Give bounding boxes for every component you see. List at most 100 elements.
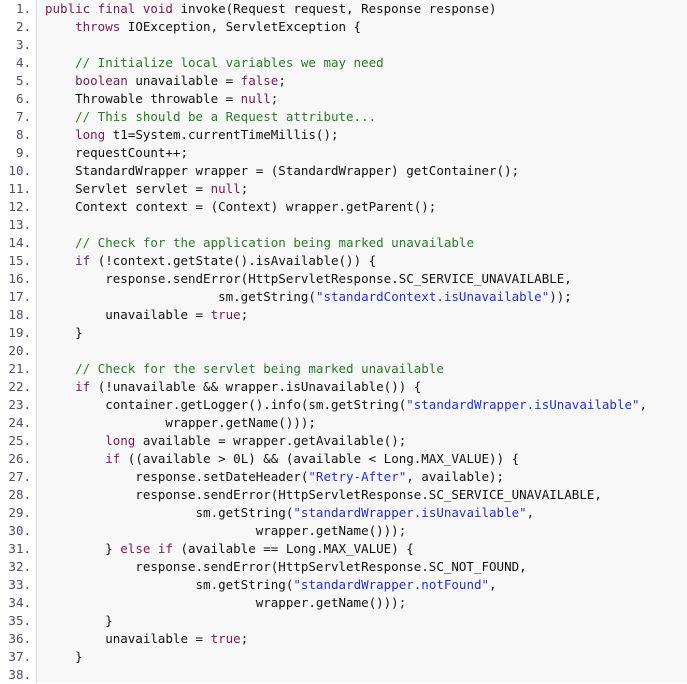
code-line — [37, 666, 687, 684]
line-number: 24. — [8, 415, 31, 430]
code-text: } — [45, 649, 83, 664]
code-line: sm.getString("standardContext.isUnavaila… — [37, 288, 687, 306]
code-text: , — [639, 397, 648, 412]
line-number: 32. — [8, 559, 31, 574]
keyword-token: boolean — [75, 73, 128, 88]
code-text — [45, 19, 75, 34]
code-text — [45, 361, 75, 376]
code-text: response.sendError(HttpServletResponse.S… — [45, 271, 572, 286]
code-text: unavailable = — [127, 73, 241, 88]
code-text — [45, 73, 75, 88]
code-line: long t1=System.currentTimeMillis(); — [37, 126, 687, 144]
keyword-token: public final void — [45, 1, 173, 16]
code-line — [37, 36, 687, 54]
code-line: if (!unavailable && wrapper.isUnavailabl… — [37, 378, 687, 396]
line-number-gutter: 1.2.3.4.5.6.7.8.9.10.11.12.13.14.15.16.1… — [0, 0, 37, 683]
code-line: response.sendError(HttpServletResponse.S… — [37, 270, 687, 288]
code-text: response.sendError(HttpServletResponse.S… — [45, 559, 527, 574]
line-number: 7. — [15, 109, 31, 124]
string-token: "standardWrapper.isUnavailable" — [406, 397, 640, 412]
code-line: wrapper.getName())); — [37, 414, 687, 432]
code-text: sm.getString( — [45, 289, 316, 304]
code-text — [45, 235, 75, 250]
code-text: requestCount++; — [45, 145, 188, 160]
comment-token: // Check for the application being marke… — [75, 235, 474, 250]
code-text: ; — [270, 91, 279, 106]
string-token: "Retry-After" — [308, 469, 407, 484]
keyword-token: true — [210, 307, 241, 322]
comment-token: // Initialize local variables we may nee… — [75, 55, 384, 70]
code-line: Throwable throwable = null; — [37, 90, 687, 108]
string-token: "standardWrapper.notFound" — [293, 577, 490, 592]
line-number: 22. — [8, 379, 31, 394]
line-number: 5. — [15, 73, 31, 88]
line-number: 21. — [8, 361, 31, 376]
code-text: wrapper.getName())); — [45, 523, 407, 538]
line-number: 31. — [8, 541, 31, 556]
code-line: if (!context.getState().isAvailable()) { — [37, 252, 687, 270]
string-token: "standardWrapper.isUnavailable" — [293, 505, 527, 520]
code-line: // Check for the servlet being marked un… — [37, 360, 687, 378]
keyword-token: null — [210, 181, 241, 196]
line-number: 35. — [8, 613, 31, 628]
line-number: 28. — [8, 487, 31, 502]
string-token: "standardContext.isUnavailable" — [315, 289, 550, 304]
code-text: sm.getString( — [45, 505, 294, 520]
code-text: ((available > 0L) && (available < Long.M… — [120, 451, 520, 466]
code-text: unavailable = — [45, 631, 211, 646]
code-text: available = wrapper.getAvailable(); — [135, 433, 407, 448]
code-text: Throwable throwable = — [45, 91, 241, 106]
code-text: ; — [240, 181, 249, 196]
comment-token: // Check for the servlet being marked un… — [75, 361, 444, 376]
code-line: StandardWrapper wrapper = (StandardWrapp… — [37, 162, 687, 180]
code-line: } — [37, 648, 687, 666]
code-line: } — [37, 612, 687, 630]
line-number: 16. — [8, 271, 31, 286]
code-text: wrapper.getName())); — [45, 415, 316, 430]
keyword-token: true — [210, 631, 241, 646]
code-line — [37, 342, 687, 360]
line-number: 6. — [15, 91, 31, 106]
code-line: sm.getString("standardWrapper.isUnavaila… — [37, 504, 687, 522]
keyword-token: long — [75, 127, 106, 142]
code-line: wrapper.getName())); — [37, 522, 687, 540]
code-text: invoke(Request request, Response respons… — [172, 1, 497, 16]
line-number: 30. — [8, 523, 31, 538]
code-text: StandardWrapper wrapper = (StandardWrapp… — [45, 163, 520, 178]
code-text: ; — [240, 631, 249, 646]
code-text: response.sendError(HttpServletResponse.S… — [45, 487, 602, 502]
keyword-token: else if — [120, 541, 173, 556]
code-line: // This should be a Request attribute... — [37, 108, 687, 126]
keyword-token: if — [75, 253, 91, 268]
code-line: boolean unavailable = false; — [37, 72, 687, 90]
code-line: sm.getString("standardWrapper.notFound", — [37, 576, 687, 594]
code-text: , — [526, 505, 535, 520]
code-text: wrapper.getName())); — [45, 595, 407, 610]
code-text — [45, 451, 105, 466]
line-number: 18. — [8, 307, 31, 322]
code-line: wrapper.getName())); — [37, 594, 687, 612]
keyword-token: if — [75, 379, 91, 394]
line-number: 10. — [8, 163, 31, 178]
code-line: response.sendError(HttpServletResponse.S… — [37, 486, 687, 504]
code-line: response.setDateHeader("Retry-After", av… — [37, 468, 687, 486]
code-text — [45, 55, 75, 70]
code-line: // Initialize local variables we may nee… — [37, 54, 687, 72]
code-text: } — [45, 541, 121, 556]
code-text: (!unavailable && wrapper.isUnavailable()… — [90, 379, 422, 394]
keyword-token: null — [240, 91, 271, 106]
line-number: 9. — [15, 145, 31, 160]
line-number: 8. — [15, 127, 31, 142]
line-number: 14. — [8, 235, 31, 250]
code-line: throws IOException, ServletException { — [37, 18, 687, 36]
code-line: if ((available > 0L) && (available < Lon… — [37, 450, 687, 468]
code-text: t1=System.currentTimeMillis(); — [105, 127, 339, 142]
code-line: Servlet servlet = null; — [37, 180, 687, 198]
line-number: 27. — [8, 469, 31, 484]
code-text — [45, 109, 75, 124]
code-area[interactable]: public final void invoke(Request request… — [37, 0, 687, 683]
code-line: // Check for the application being marke… — [37, 234, 687, 252]
code-text: (available == Long.MAX_VALUE) { — [172, 541, 414, 556]
comment-token: // This should be a Request attribute... — [75, 109, 377, 124]
code-line: } — [37, 324, 687, 342]
